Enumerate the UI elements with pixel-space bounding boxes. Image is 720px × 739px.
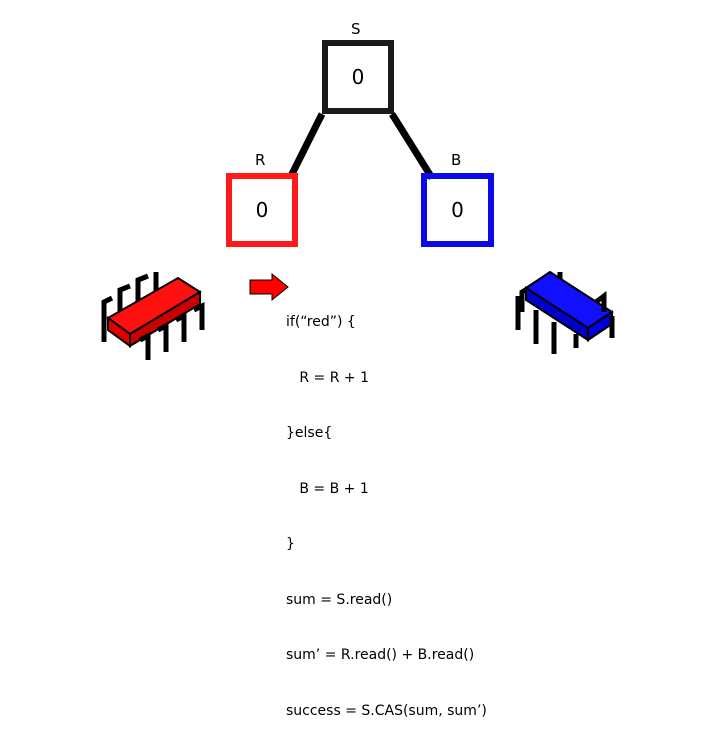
blue-chip-icon [518, 272, 612, 354]
code-line: success = S.CAS(sum, sum’) [286, 702, 487, 721]
code-line: B = B + 1 [286, 480, 487, 499]
code-line: }else{ [286, 424, 487, 443]
register-s-box: 0 [322, 40, 394, 114]
register-b-value: 0 [451, 198, 464, 222]
pointer-arrow-icon [250, 274, 288, 300]
edge-s-r [290, 114, 322, 178]
register-b-label: B [451, 153, 461, 168]
register-r-label: R [255, 153, 265, 168]
code-line: sum’ = R.read() + B.read() [286, 646, 487, 665]
red-chip-icon [104, 272, 202, 360]
code-block: if(“red”) { R = R + 1 }else{ B = B + 1 }… [286, 276, 487, 739]
code-line: sum = S.read() [286, 591, 487, 610]
code-line: R = R + 1 [286, 369, 487, 388]
code-line: } [286, 535, 487, 554]
register-s-value: 0 [352, 65, 365, 89]
register-r-box: 0 [226, 173, 298, 247]
edge-s-b [392, 114, 432, 178]
register-r-value: 0 [256, 198, 269, 222]
register-b-box: 0 [421, 173, 494, 247]
register-s-label: S [351, 22, 361, 37]
code-line: if(“red”) { [286, 313, 487, 332]
